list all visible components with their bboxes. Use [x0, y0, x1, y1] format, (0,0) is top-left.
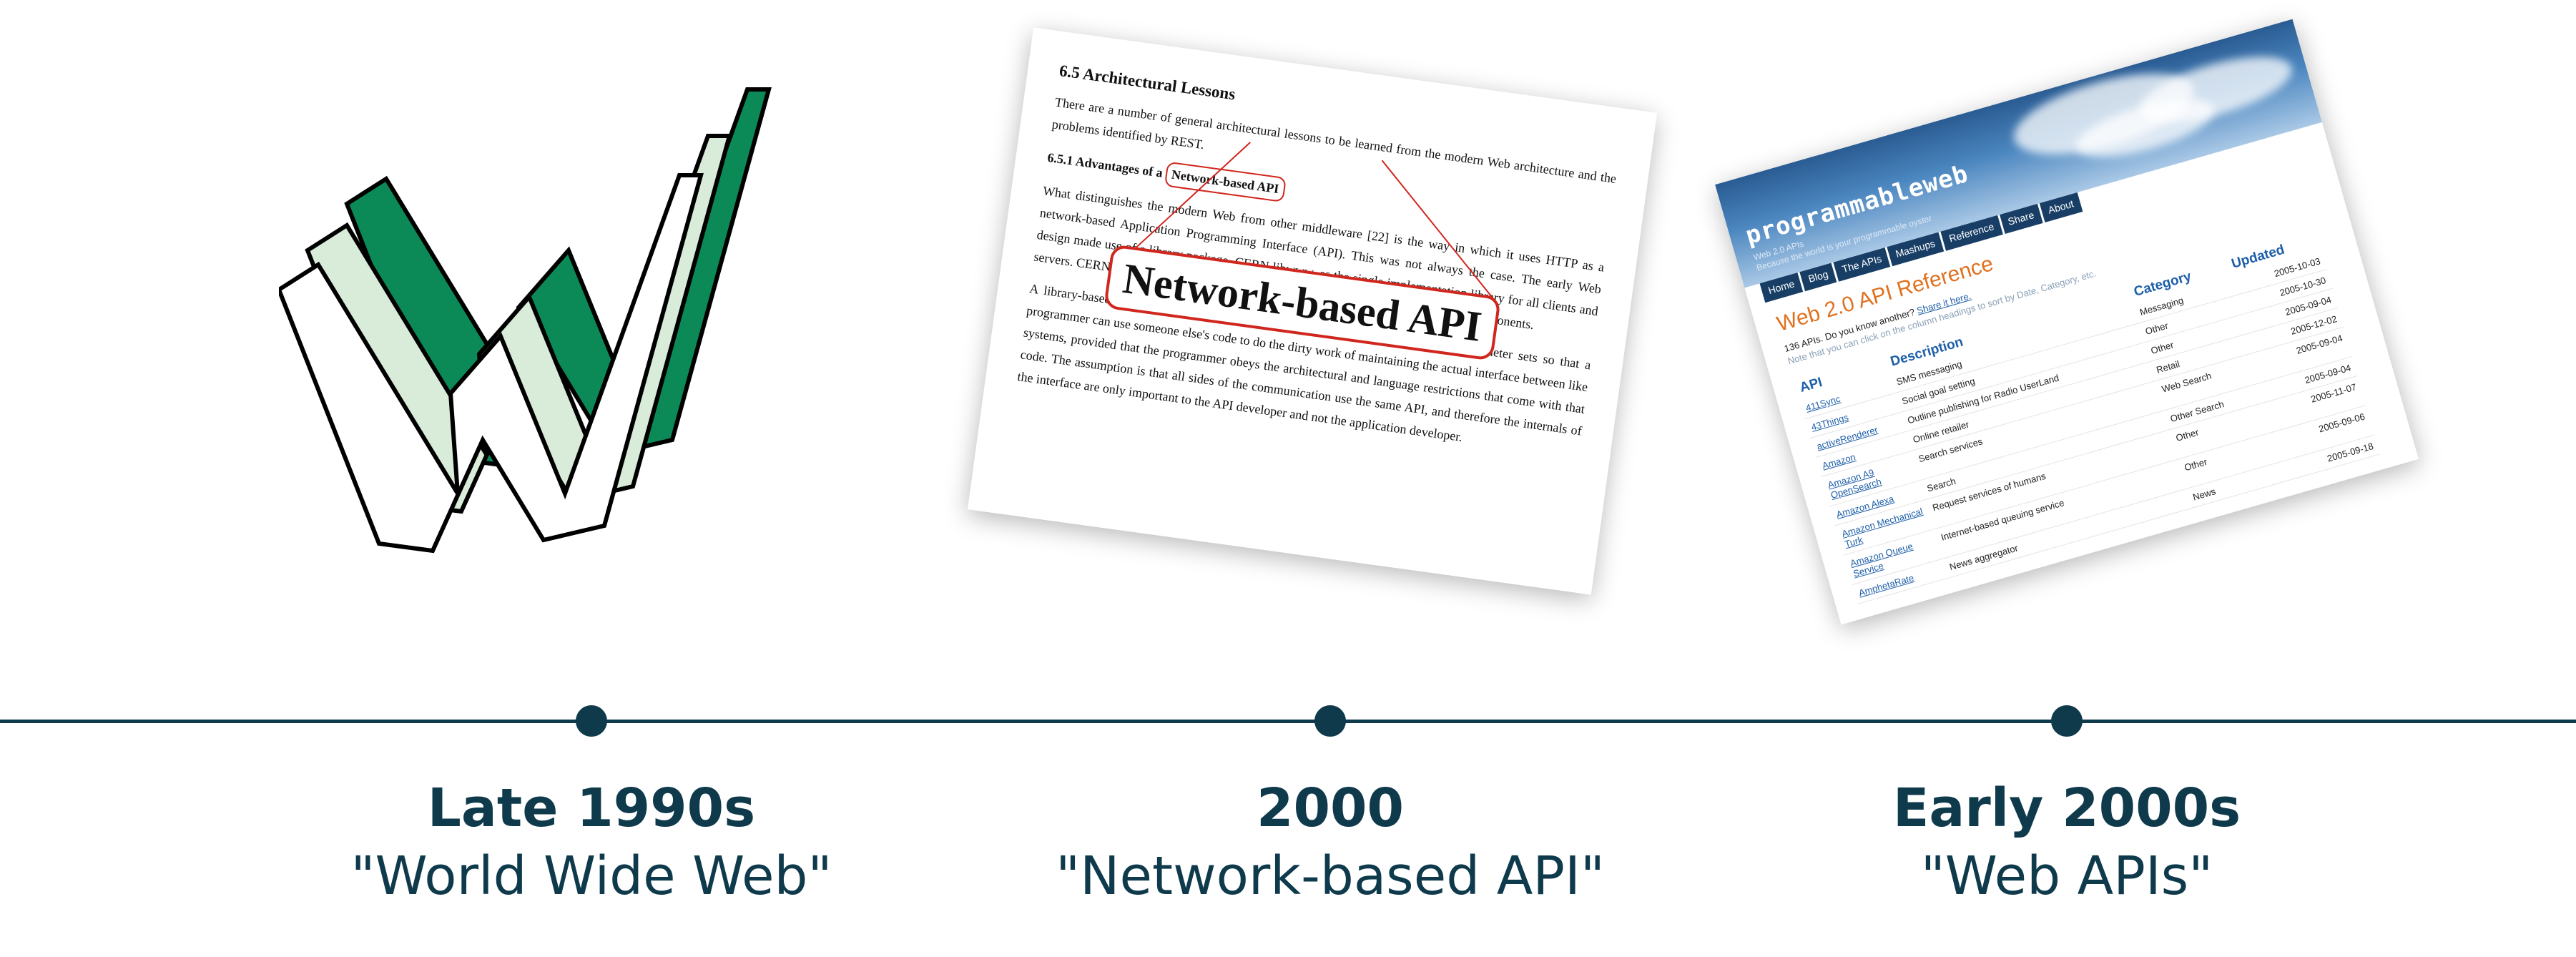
timeline-axis	[0, 720, 2576, 723]
w-logo-front-layer	[279, 173, 704, 554]
milestone-caption: "World Wide Web"	[350, 845, 832, 907]
timeline-marker-2000	[1314, 705, 1346, 737]
milestone-caption: "Network-based API"	[1056, 845, 1605, 907]
milestone-year: Early 2000s	[1892, 777, 2241, 839]
subsection-prefix: 6.5.1 Advantages of a	[1046, 149, 1167, 181]
milestone-year: 2000	[1257, 777, 1404, 839]
dissertation-excerpt: 6.5 Architectural Lessons There are a nu…	[967, 27, 1658, 595]
highlighted-term: Network-based API	[1164, 161, 1287, 202]
programmableweb-screenshot: programmableweb Web 2.0 APIs Because the…	[1715, 19, 2419, 625]
milestone-early-2000s: Early 2000s "Web APIs"	[1745, 776, 2389, 912]
milestone-caption: "Web APIs"	[1920, 845, 2213, 907]
timeline-marker-late-1990s	[576, 705, 607, 737]
timeline-marker-early-2000s	[2051, 705, 2083, 737]
milestone-year: Late 1990s	[427, 777, 756, 839]
milestone-late-1990s: Late 1990s "World Wide Web"	[270, 776, 913, 912]
milestone-2000: 2000 "Network-based API"	[1008, 776, 1652, 912]
www-logo-icon	[279, 87, 772, 554]
